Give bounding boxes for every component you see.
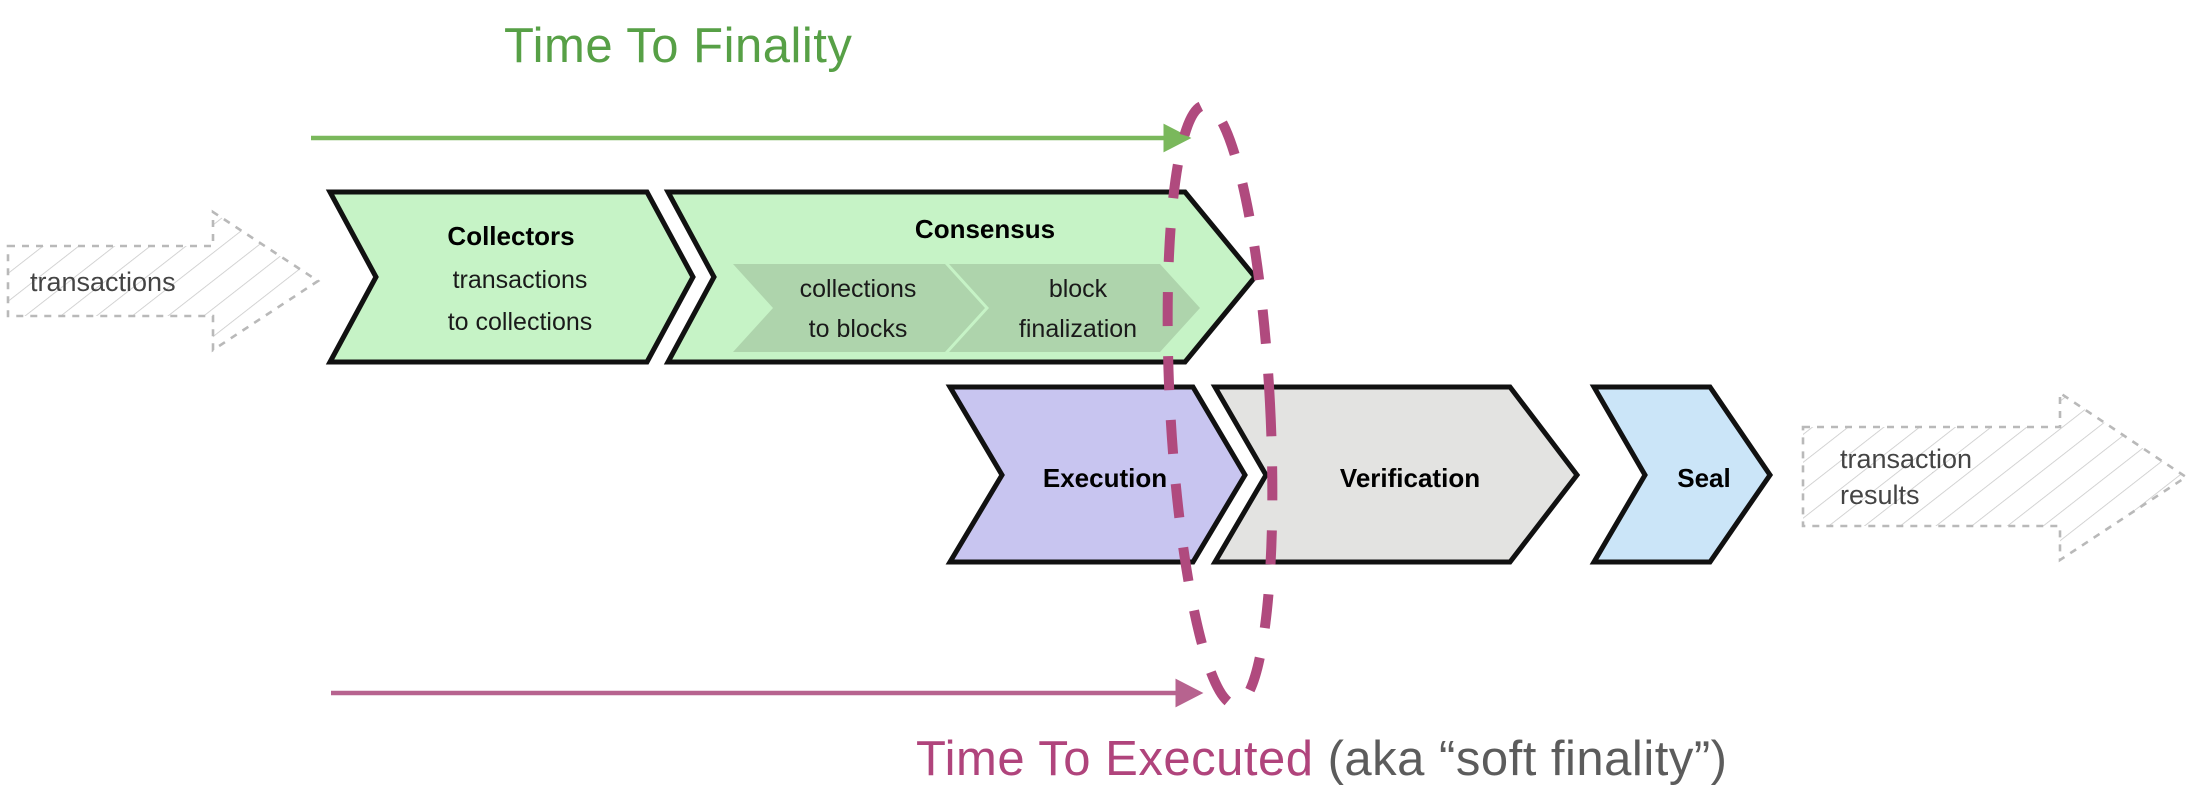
stage-collectors[interactable]: Collectors transactions to collections	[325, 189, 696, 365]
transaction-results-line1: transaction	[1840, 444, 1972, 474]
time-to-executed-title: Time To Executed (aka “soft finality”)	[916, 732, 1727, 786]
substage-block-finalization[interactable]: block finalization	[949, 264, 1200, 352]
stage-seal-title: Seal	[1677, 463, 1731, 493]
substage-collections-to-blocks[interactable]: collections to blocks	[733, 264, 985, 352]
stage-consensus-title: Consensus	[915, 214, 1055, 244]
transaction-results-line2: results	[1840, 480, 1920, 510]
substage-collections-to-blocks-line2: to blocks	[809, 315, 908, 343]
stage-execution[interactable]: Execution	[945, 384, 1248, 565]
time-to-finality-title: Time To Finality	[504, 19, 852, 73]
substage-collections-to-blocks-line1: collections	[800, 275, 917, 303]
stage-collectors-sub-line1: transactions	[453, 266, 588, 294]
finality-boundary-ellipse	[1162, 100, 1278, 710]
substage-block-finalization-line1: block	[1049, 275, 1108, 303]
time-to-executed-title-main: Time To Executed	[916, 732, 1313, 786]
substage-block-finalization-line2: finalization	[1019, 315, 1137, 343]
stage-verification-title: Verification	[1340, 463, 1480, 493]
transaction-results-output-ghost-arrow: transaction results	[1801, 390, 2189, 563]
transactions-input-ghost-arrow: transactions	[6, 209, 321, 353]
stage-consensus[interactable]: Consensus collections to blocks block fi…	[663, 189, 1259, 365]
stage-execution-title: Execution	[1043, 463, 1167, 493]
stage-verification[interactable]: Verification	[1210, 384, 1581, 565]
stage-seal[interactable]: Seal	[1589, 384, 1774, 565]
stage-collectors-sub-line2: to collections	[448, 308, 593, 336]
time-to-executed-title-suffix: (aka “soft finality”)	[1313, 732, 1727, 786]
stage-collectors-title: Collectors	[447, 221, 574, 251]
transactions-input-label: transactions	[30, 267, 176, 297]
